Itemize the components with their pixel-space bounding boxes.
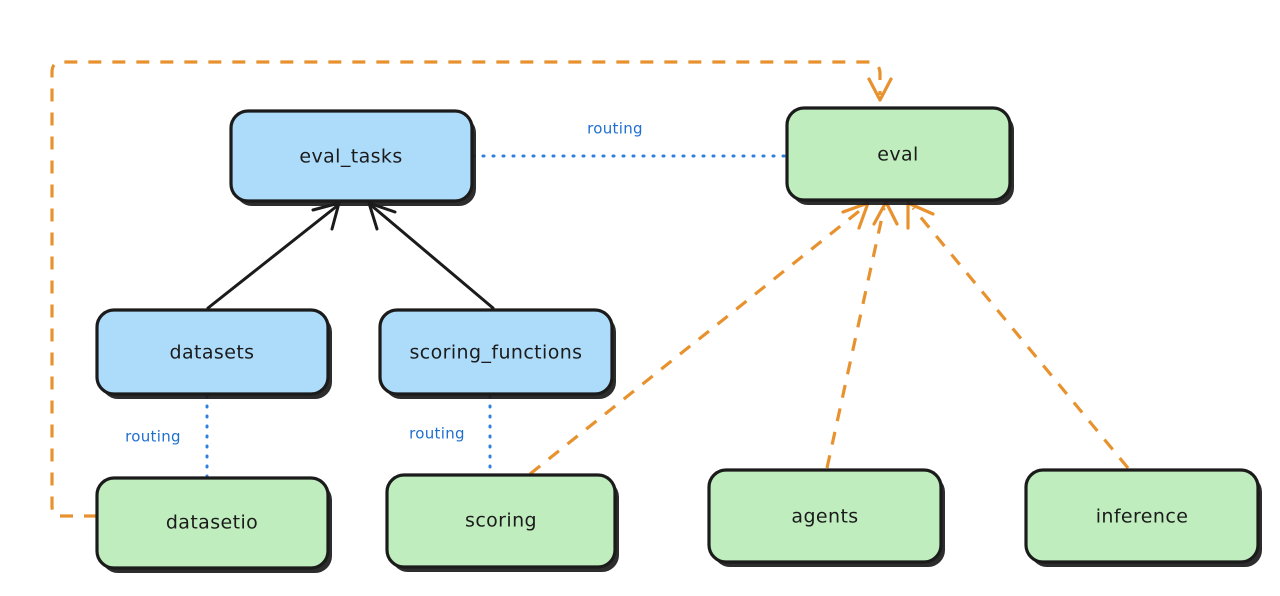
node-scoring-label: scoring: [465, 510, 537, 532]
node-scoring-body: [385, 473, 617, 569]
node-eval-label: eval: [877, 144, 918, 166]
edge-scoring-functions-to-eval-tasks: [370, 204, 495, 310]
node-datasets-body: [95, 308, 330, 396]
edge-layer: [50, 60, 1130, 518]
node-inference-body: [1024, 468, 1260, 564]
node-eval-body: [785, 106, 1012, 202]
node-datasetio-label: datasetio: [166, 512, 258, 534]
node-agents-label: agents: [791, 506, 858, 528]
arrowhead-agents-to-eval: [872, 200, 899, 226]
node-agents-body: [707, 468, 943, 564]
arrowhead-inference-to-eval: [906, 201, 935, 230]
node-inference[interactable]: inference: [1024, 468, 1262, 567]
node-agents[interactable]: agents: [707, 468, 945, 567]
node-datasetio-body: [95, 476, 330, 570]
node-eval-tasks-body: [229, 109, 474, 203]
edge-label-routing-top: routing: [587, 120, 643, 138]
node-eval-tasks-label: eval_tasks: [299, 146, 402, 168]
node-datasets[interactable]: datasets: [95, 308, 332, 399]
node-datasets-label: datasets: [170, 342, 255, 364]
arrowhead-datasetio-to-eval: [867, 77, 893, 102]
node-layer: eval_tasks eval datasets scoring_functio…: [95, 106, 1262, 573]
node-scoring-functions-body: [378, 308, 614, 396]
edge-label-routing-scoring-functions: routing: [409, 425, 465, 443]
node-scoring-functions-label: scoring_functions: [410, 342, 583, 364]
edge-agents-to-eval: [825, 207, 886, 469]
node-datasetio[interactable]: datasetio: [95, 476, 332, 573]
node-eval-tasks[interactable]: eval_tasks: [229, 109, 476, 206]
edge-inference-to-eval: [911, 206, 1130, 470]
edge-label-layer: routing routing routing: [125, 120, 643, 446]
node-eval[interactable]: eval: [785, 106, 1014, 205]
edge-datasets-to-eval-tasks: [206, 204, 339, 310]
node-scoring[interactable]: scoring: [385, 473, 619, 572]
edge-label-routing-datasets: routing: [125, 428, 181, 446]
node-inference-label: inference: [1096, 506, 1189, 528]
node-scoring-functions[interactable]: scoring_functions: [378, 308, 616, 399]
